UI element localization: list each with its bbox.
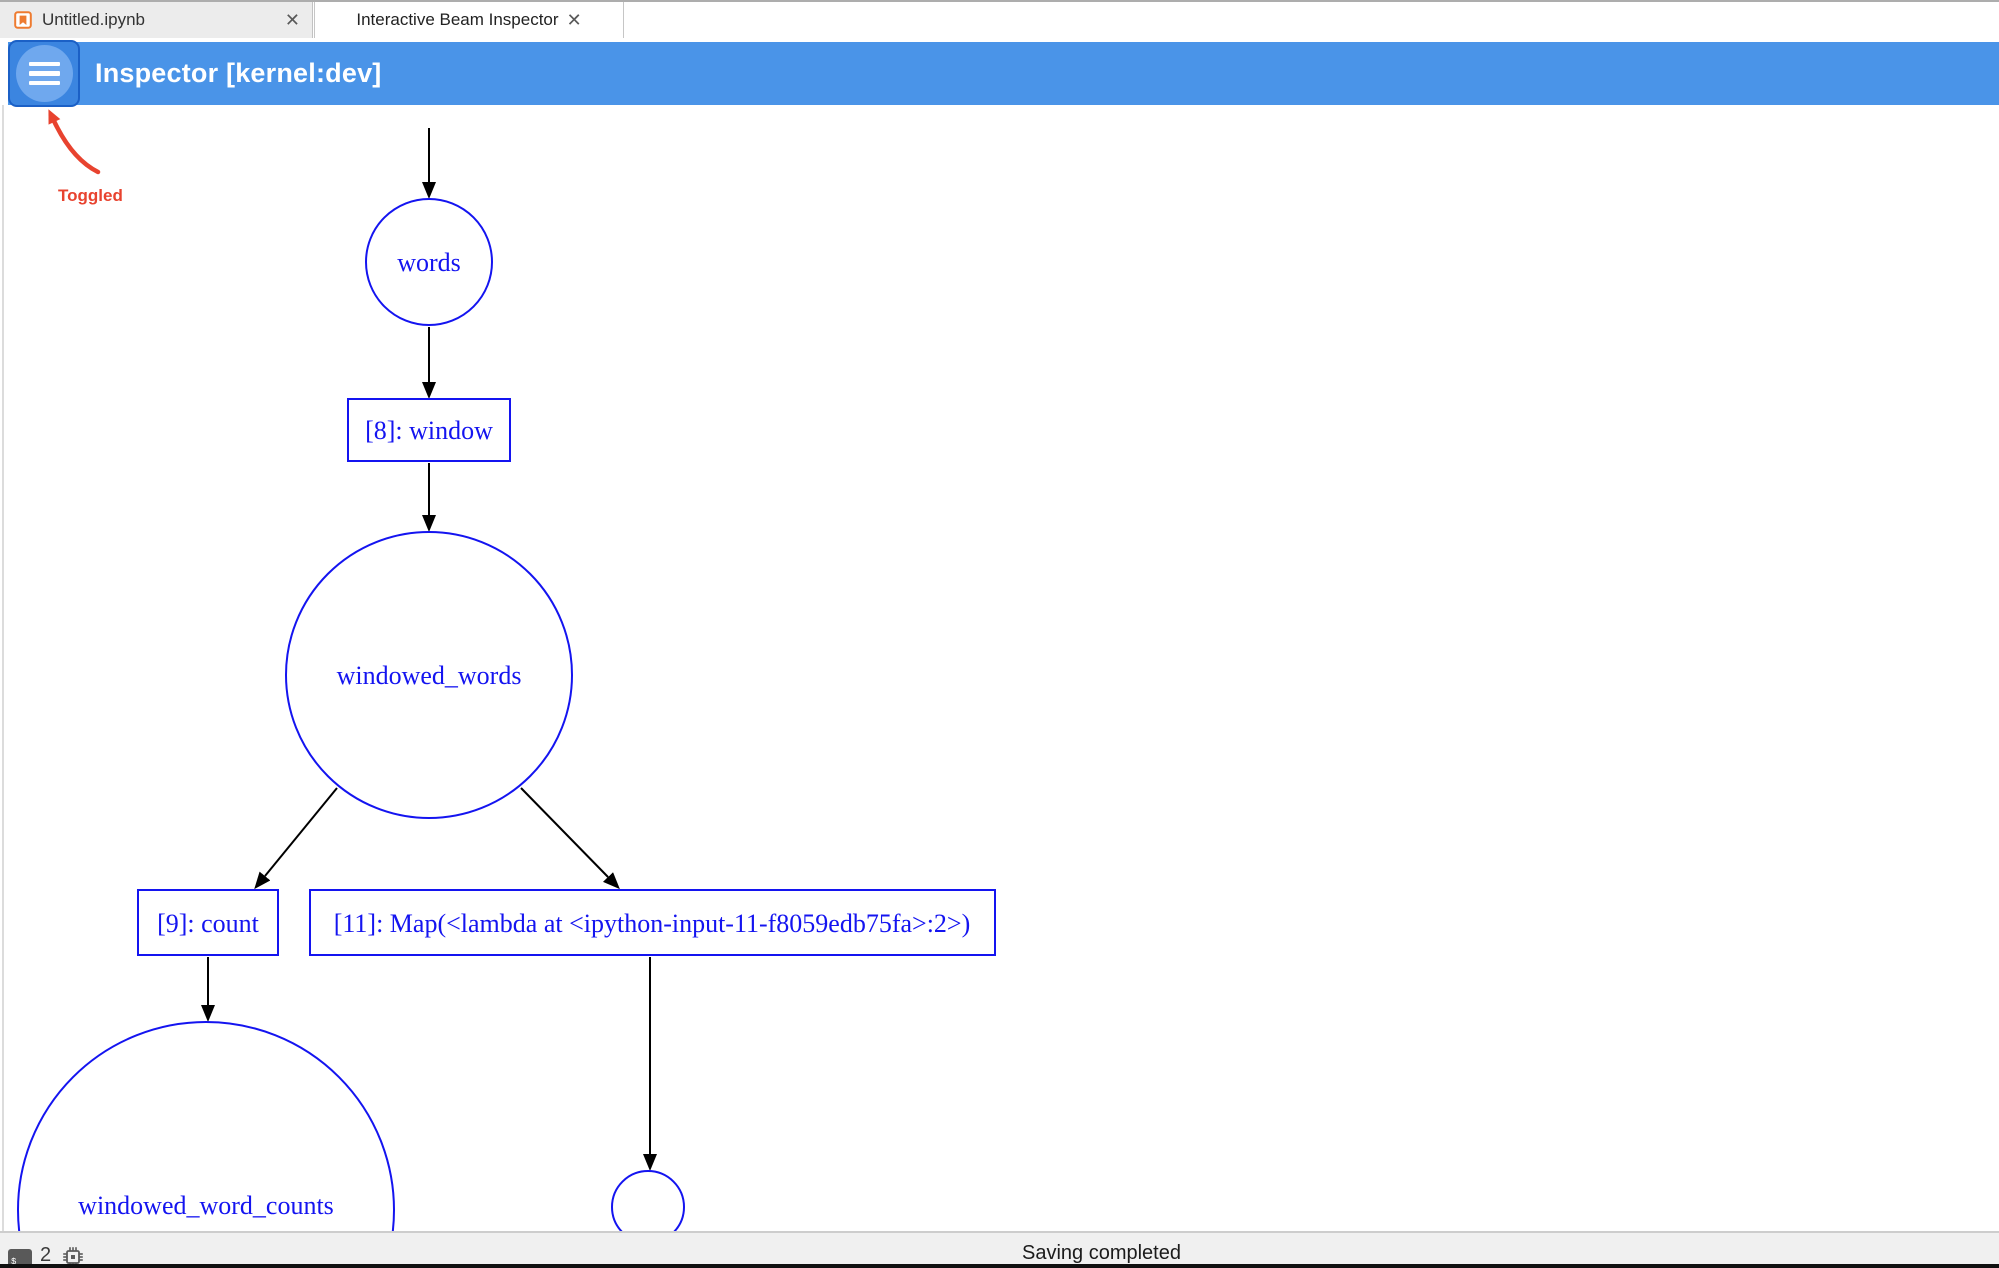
status-bar: $_ 2 Saving completed [0, 1231, 1999, 1268]
svg-text:[9]: count: [9]: count [157, 909, 260, 938]
notebook-icon [14, 11, 32, 29]
annotation-label: Toggled [58, 186, 123, 205]
inspector-header: Inspector [kernel:dev] [8, 42, 1999, 105]
tab-label: Interactive Beam Inspector [356, 10, 559, 29]
svg-text:[8]: window: [8]: window [365, 416, 493, 445]
page-title: Inspector [kernel:dev] [95, 58, 382, 88]
svg-text:[11]: Map(<lambda at <ipython-: [11]: Map(<lambda at <ipython-input-11-f… [334, 909, 971, 938]
tab-bar: Untitled.ipynb ✕ Interactive Beam Inspec… [0, 0, 1999, 38]
svg-text:windowed_word_counts: windowed_word_counts [78, 1191, 334, 1220]
menu-toggle-button[interactable] [8, 40, 80, 107]
tab-beam-inspector[interactable]: Interactive Beam Inspector ✕ [314, 2, 624, 38]
close-icon[interactable]: ✕ [284, 10, 300, 30]
node-window-transform[interactable]: [8]: window [347, 398, 511, 462]
node-map-transform[interactable]: [11]: Map(<lambda at <ipython-input-11-f… [309, 889, 996, 956]
node-words[interactable]: words [365, 198, 493, 326]
terminal-icon[interactable]: $_ [8, 1249, 32, 1268]
node-windowed-words[interactable]: windowed_words [285, 531, 573, 819]
svg-text:words: words [397, 248, 461, 277]
status-message: Saving completed [1022, 1242, 1181, 1264]
content-left-border [2, 105, 4, 1231]
node-windowed-word-counts[interactable]: windowed_word_counts [17, 1021, 395, 1231]
window-bottom-edge [0, 1264, 1999, 1268]
svg-text:windowed_words: windowed_words [337, 661, 522, 690]
edge-windowedwords-map [520, 787, 620, 890]
close-icon[interactable]: ✕ [566, 10, 582, 30]
node-count-transform[interactable]: [9]: count [137, 889, 279, 956]
node-unnamed-pcollection[interactable] [611, 1170, 685, 1231]
hamburger-icon [15, 45, 73, 102]
tab-untitled-notebook[interactable]: Untitled.ipynb ✕ [0, 2, 313, 38]
beam-pipeline-graph: words [8]: window windowed_words [9]: co… [17, 128, 996, 1231]
edge-windowedwords-count [254, 787, 338, 890]
tab-label: Untitled.ipynb [42, 10, 146, 29]
terminal-count[interactable]: 2 [40, 1244, 52, 1266]
